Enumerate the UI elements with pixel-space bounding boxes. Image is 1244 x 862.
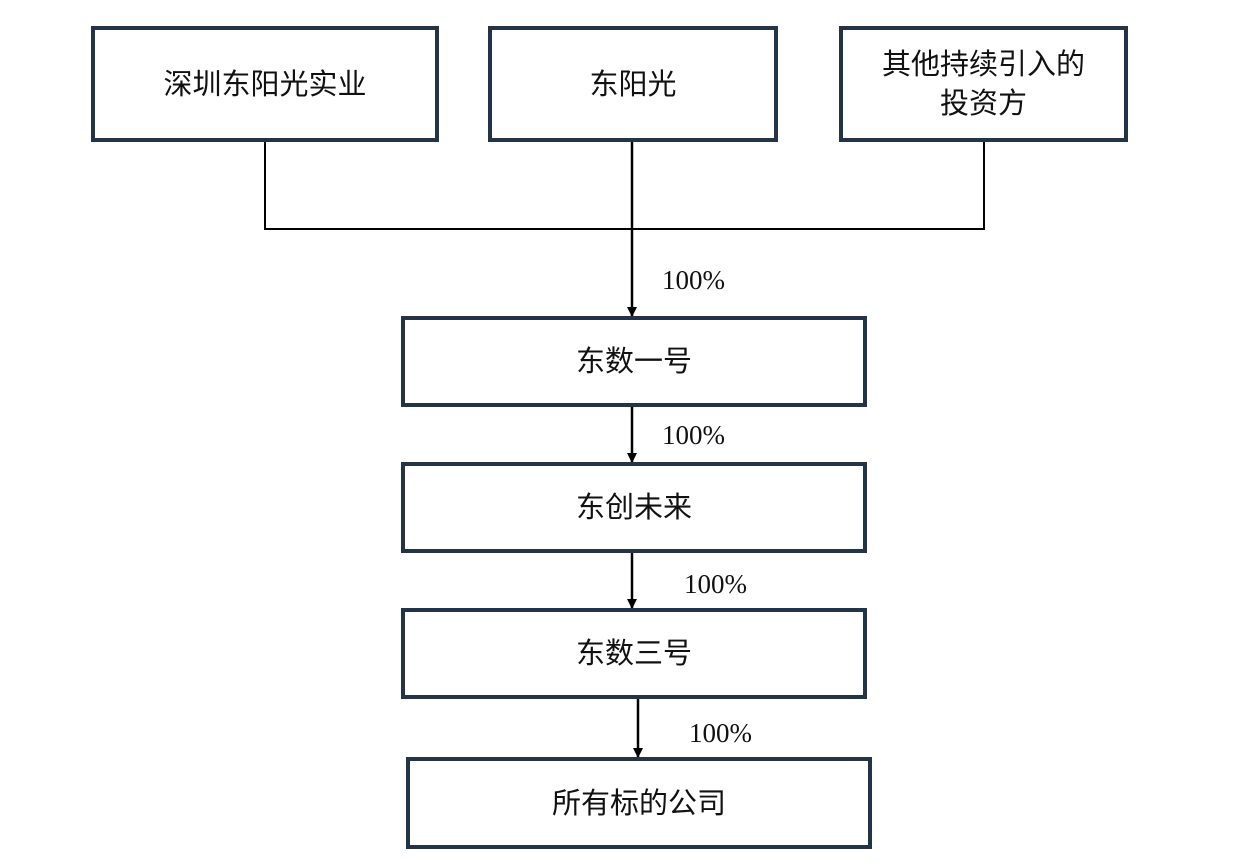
node-target-companies: 所有标的公司 (406, 757, 872, 849)
node-other-investors: 其他持续引入的 投资方 (839, 26, 1128, 142)
edge-label-percentage: 100% (662, 265, 725, 295)
node-label: 深圳东阳光实业 (163, 66, 367, 101)
node-shenzhen-dongyangguang-shiye: 深圳东阳光实业 (91, 26, 439, 142)
node-label: 东数一号 (575, 344, 692, 378)
node-label: 东阳光 (589, 66, 677, 101)
node-dongyangguang: 东阳光 (488, 26, 778, 142)
node-dongchuang-weilai: 东创未来 (401, 462, 867, 553)
node-label: 东数三号 (575, 636, 692, 670)
node-label: 其他持续引入的 投资方 (881, 47, 1085, 120)
node-label: 东创未来 (575, 490, 692, 524)
edge-label-percentage: 100% (662, 420, 725, 450)
edge-label-percentage: 100% (689, 718, 752, 748)
node-dongshu-sanhao: 东数三号 (401, 608, 867, 699)
edge-label-percentage: 100% (684, 569, 747, 599)
node-label: 所有标的公司 (551, 785, 726, 820)
node-dongshu-yihao: 东数一号 (401, 316, 867, 407)
